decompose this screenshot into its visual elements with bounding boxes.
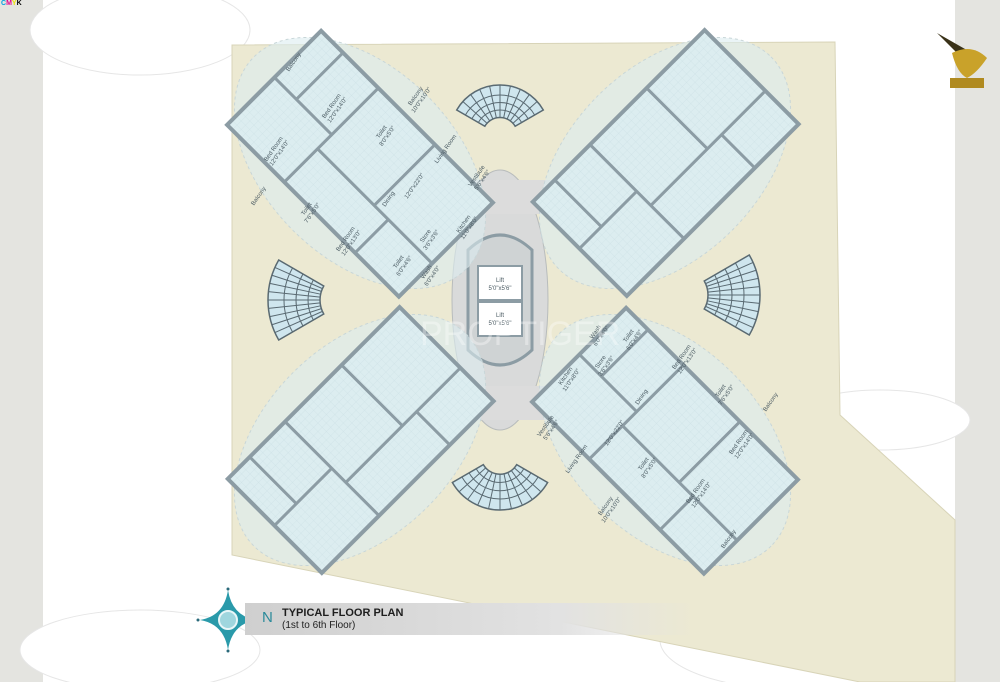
cmyk-print-mark: CMYK (1, 0, 22, 7)
left-margin-strip (0, 0, 43, 682)
unit-bottom-left (224, 304, 497, 576)
lift-2-size: 5'0"x5'6" (489, 321, 512, 327)
cmyk-y: Y (11, 0, 17, 7)
lift-1-size: 5'0"x5'6" (489, 286, 512, 292)
unit-top-right (529, 27, 802, 299)
glass-dome-2 (267, 258, 325, 342)
apartment-units (224, 27, 802, 577)
compass-north-label: N (262, 609, 273, 626)
lift-1-label: Lift (496, 278, 504, 284)
lift-2-label: Lift (496, 313, 504, 319)
lift-1 (477, 265, 523, 301)
cmyk-m: M (6, 0, 12, 7)
unit-top-left (224, 27, 496, 300)
watermark: PROPTIGER (420, 315, 620, 353)
cmyk-k: K (16, 0, 22, 7)
glass-dome-0 (455, 84, 545, 128)
developer-logo (937, 33, 987, 88)
title-banner (245, 603, 695, 635)
cmyk-c: C (1, 0, 7, 7)
plan-subtitle: (1st to 6th Floor) (282, 620, 356, 631)
glass-dome-1 (451, 463, 549, 511)
plan-title: TYPICAL FLOOR PLAN (282, 607, 404, 619)
glass-dome-3 (703, 253, 761, 337)
unit-bottom-right (529, 304, 801, 577)
lift-2 (477, 301, 523, 337)
right-margin-strip (955, 0, 1000, 682)
glass-domes (267, 84, 761, 511)
